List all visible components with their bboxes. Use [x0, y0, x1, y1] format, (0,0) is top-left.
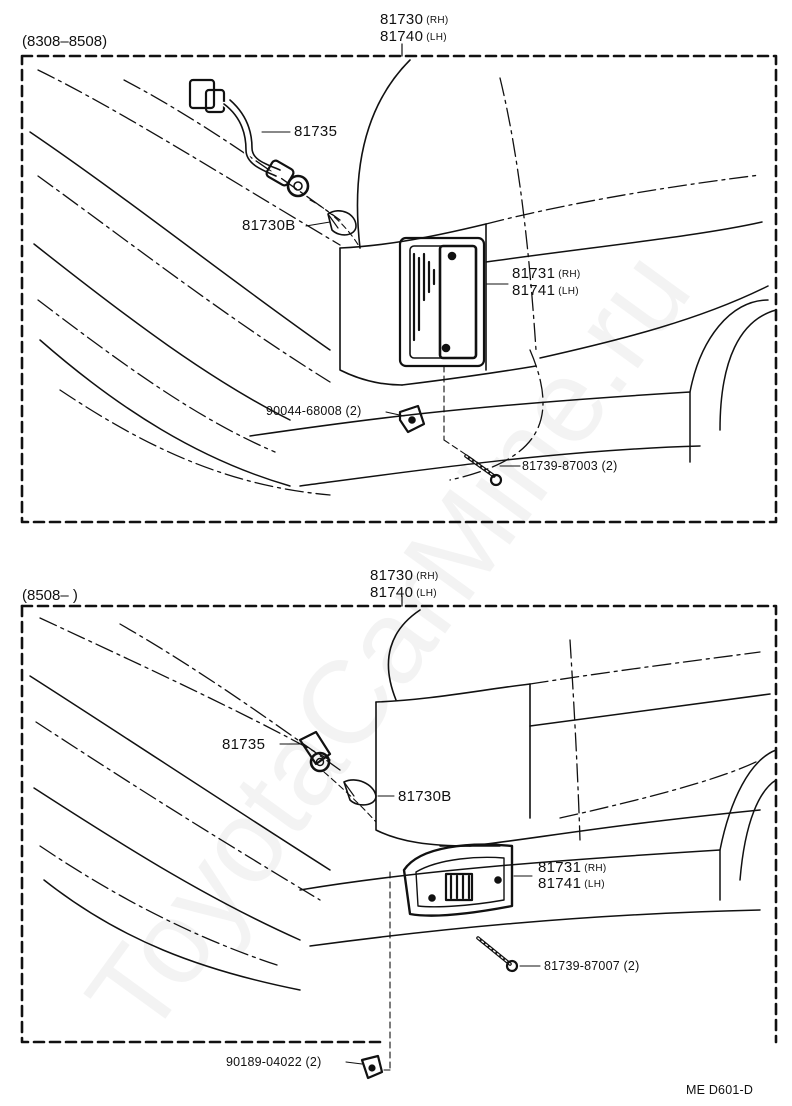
bottom-nut-label[interactable]: 90189-04022 (2)	[226, 1055, 322, 1069]
top-socket-label[interactable]: 81735	[294, 123, 338, 140]
top-lens-rh-side: (RH)	[558, 269, 581, 280]
top-assembly-lh-side: (LH)	[426, 32, 447, 43]
bottom-lens-rh-side: (RH)	[584, 863, 607, 874]
bottom-assembly-lh-side: (LH)	[416, 588, 437, 599]
top-socket-connector	[188, 78, 310, 198]
top-bulb-label[interactable]: 81730B	[242, 217, 296, 234]
top-panel-frame	[20, 43, 778, 524]
top-assembly-lh-label[interactable]: 81740(LH)	[380, 29, 447, 44]
top-nut	[398, 404, 426, 434]
bottom-nut	[360, 1054, 384, 1080]
bottom-body-outline	[29, 609, 777, 991]
top-body-outline	[29, 59, 777, 496]
bottom-lens-lh-side: (LH)	[584, 879, 605, 890]
top-lens-housing	[398, 236, 486, 368]
top-leader-lines	[261, 131, 521, 467]
top-bulb	[327, 210, 357, 236]
bottom-lens-lh-label[interactable]: 81741(LH)	[538, 876, 605, 891]
bottom-lens-rh-number: 81731	[538, 859, 582, 876]
bottom-screw-label[interactable]: 81739-87007 (2)	[544, 959, 640, 973]
bottom-leader-lines	[279, 743, 541, 1071]
bottom-assembly-lh-number: 81740	[370, 584, 414, 601]
bottom-panel-frame	[20, 595, 778, 1044]
bottom-assembly-rh-side: (RH)	[416, 571, 439, 582]
top-lens-lh-label[interactable]: 81741(LH)	[512, 283, 579, 298]
top-lens-lh-side: (LH)	[558, 286, 579, 297]
bottom-lens-rh-label[interactable]: 81731(RH)	[538, 860, 607, 875]
bottom-bulb-label[interactable]: 81730B	[398, 788, 452, 805]
top-screw-label[interactable]: 81739-87003 (2)	[522, 459, 618, 473]
top-nut-label[interactable]: 90044-68008 (2)	[266, 404, 362, 418]
bottom-lens-lh-number: 81741	[538, 875, 582, 892]
top-assembly-lh-number: 81740	[380, 28, 424, 45]
bottom-assembly-lh-label[interactable]: 81740(LH)	[370, 585, 437, 600]
top-assembly-rh-side: (RH)	[426, 15, 449, 26]
top-lens-lh-number: 81741	[512, 282, 556, 299]
top-assembly-rh-number: 81730	[380, 11, 424, 28]
bottom-assembly-rh-number: 81730	[370, 567, 414, 584]
bottom-socket-label[interactable]: 81735	[222, 736, 266, 753]
bottom-screw	[476, 936, 519, 973]
top-lens-rh-number: 81731	[512, 265, 556, 282]
top-production-range: (8308–8508)	[22, 33, 108, 50]
diagram-code: ME D601-D	[686, 1083, 754, 1097]
bottom-assembly-rh-label[interactable]: 81730(RH)	[370, 568, 439, 583]
bottom-production-range: (8508– )	[22, 587, 78, 604]
top-lens-rh-label[interactable]: 81731(RH)	[512, 266, 581, 281]
top-screw	[464, 454, 503, 487]
bottom-lens-housing	[402, 843, 514, 917]
top-assembly-rh-label[interactable]: 81730(RH)	[380, 12, 449, 27]
bottom-bulb	[343, 779, 377, 806]
bottom-socket	[298, 730, 332, 773]
